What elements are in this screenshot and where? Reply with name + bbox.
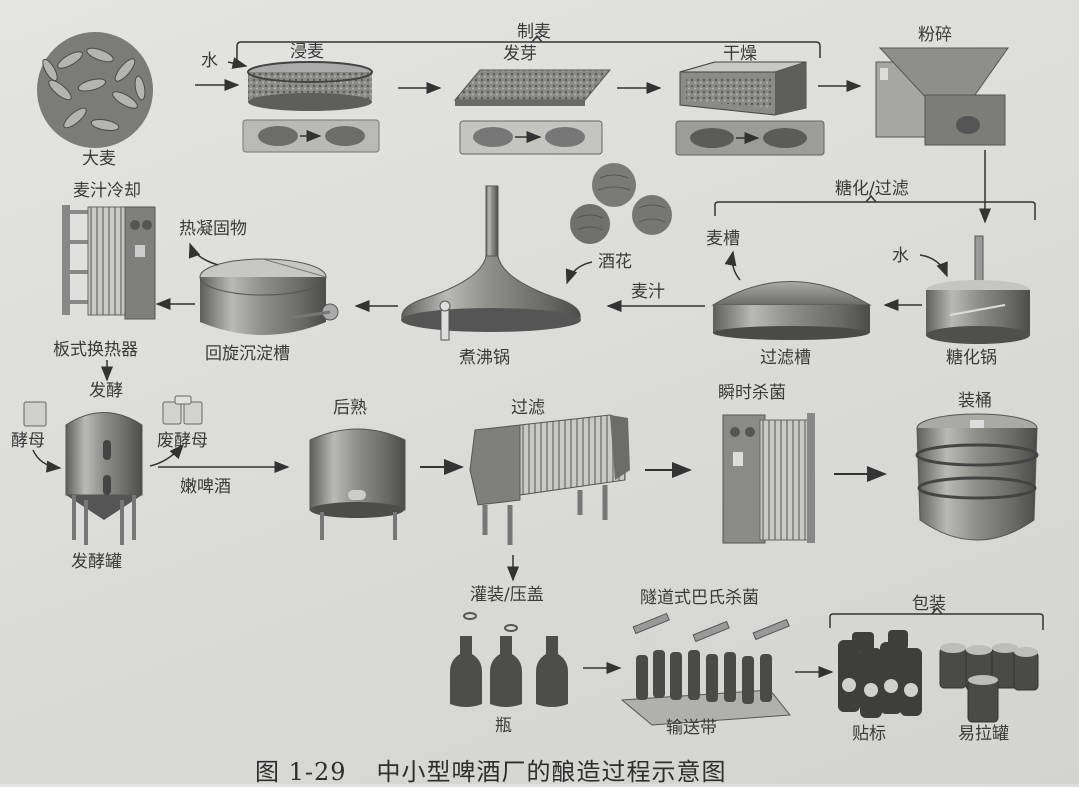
steeping-tub-icon — [247, 61, 373, 111]
label-wort-kettle: 煮沸锅 — [459, 348, 510, 368]
label-labeling: 贴标 — [852, 724, 886, 744]
mash-tun-icon — [926, 235, 1030, 344]
drying-kiln-icon — [679, 61, 807, 116]
mill-icon — [875, 47, 1009, 146]
cans-icon — [939, 643, 1039, 723]
label-can: 易拉罐 — [958, 724, 1009, 744]
label-filling-capping: 灌装/压盖 — [470, 585, 544, 605]
label-steeping: 浸麦 — [290, 42, 324, 62]
labeled-bottles-icon — [838, 630, 922, 718]
label-spent-yeast: 废酵母 — [157, 431, 208, 451]
label-conveyor: 输送带 — [666, 718, 717, 738]
grain-steeping-detail-icon — [242, 119, 380, 153]
whirlpool-tank-icon — [199, 258, 339, 335]
figure-title: 中小型啤酒厂的酿造过程示意图 — [376, 758, 727, 786]
group-label-malting: 制麦 — [517, 22, 551, 42]
label-spent-grain: 麦槽 — [706, 229, 740, 249]
label-plate-heat-exchanger: 板式换热器 — [53, 340, 138, 360]
spent-yeast-cups-icon — [162, 395, 203, 425]
label-tunnel-pasteurization: 隧道式巴氏杀菌 — [640, 588, 759, 608]
label-wort-cooling: 麦汁冷却 — [73, 181, 141, 201]
bottles-icon — [450, 612, 568, 707]
label-filtration: 过滤 — [511, 398, 545, 418]
label-hot-trub: 热凝固物 — [179, 219, 247, 239]
fermenter-tank-icon — [65, 412, 143, 545]
label-water-1: 水 — [201, 51, 218, 71]
figure-number: 图 1-29 — [255, 758, 347, 786]
label-wort: 麦汁 — [631, 282, 665, 302]
label-barley: 大麦 — [82, 149, 116, 169]
plate-heat-exchanger-icon — [62, 205, 156, 320]
label-kegging: 装桶 — [958, 391, 992, 411]
group-label-mashing-lautering: 糖化/过滤 — [835, 179, 909, 199]
figure-caption: 图 1-29 中小型啤酒厂的酿造过程示意图 — [255, 752, 727, 787]
label-bottle: 瓶 — [495, 716, 512, 736]
flash-pasteurizer-icon — [722, 413, 815, 544]
label-drying: 干燥 — [723, 44, 757, 64]
label-mash-tun: 糖化锅 — [946, 348, 997, 368]
grain-germination-detail-icon — [459, 120, 603, 155]
label-milling: 粉碎 — [918, 25, 952, 45]
germination-bed-icon — [453, 69, 612, 106]
label-yeast: 酵母 — [11, 431, 45, 451]
label-flash-pasteurization: 瞬时杀菌 — [718, 383, 786, 403]
label-fermentation: 发酵 — [89, 381, 123, 401]
plate-filter-icon — [469, 414, 630, 545]
keg-icon — [915, 413, 1039, 541]
label-lauter-tun: 过滤槽 — [760, 348, 811, 368]
label-hops: 酒花 — [598, 252, 632, 272]
tunnel-pasteurizer-icon — [620, 612, 791, 726]
label-fermenter: 发酵罐 — [71, 552, 122, 572]
barley-pile-icon — [37, 32, 153, 148]
wort-kettle-icon — [401, 185, 581, 341]
lauter-tun-icon — [711, 281, 872, 340]
label-maturation: 后熟 — [333, 398, 367, 418]
hops-icon — [570, 163, 672, 244]
label-water-2: 水 — [892, 246, 909, 266]
group-label-packaging: 包装 — [912, 594, 946, 614]
maturation-tank-icon — [309, 428, 406, 540]
yeast-cup-icon — [23, 401, 47, 427]
grain-drying-detail-icon — [675, 120, 825, 156]
label-green-beer: 嫩啤酒 — [180, 477, 231, 497]
label-whirlpool: 回旋沉淀槽 — [205, 344, 290, 364]
label-germination: 发芽 — [503, 44, 537, 64]
